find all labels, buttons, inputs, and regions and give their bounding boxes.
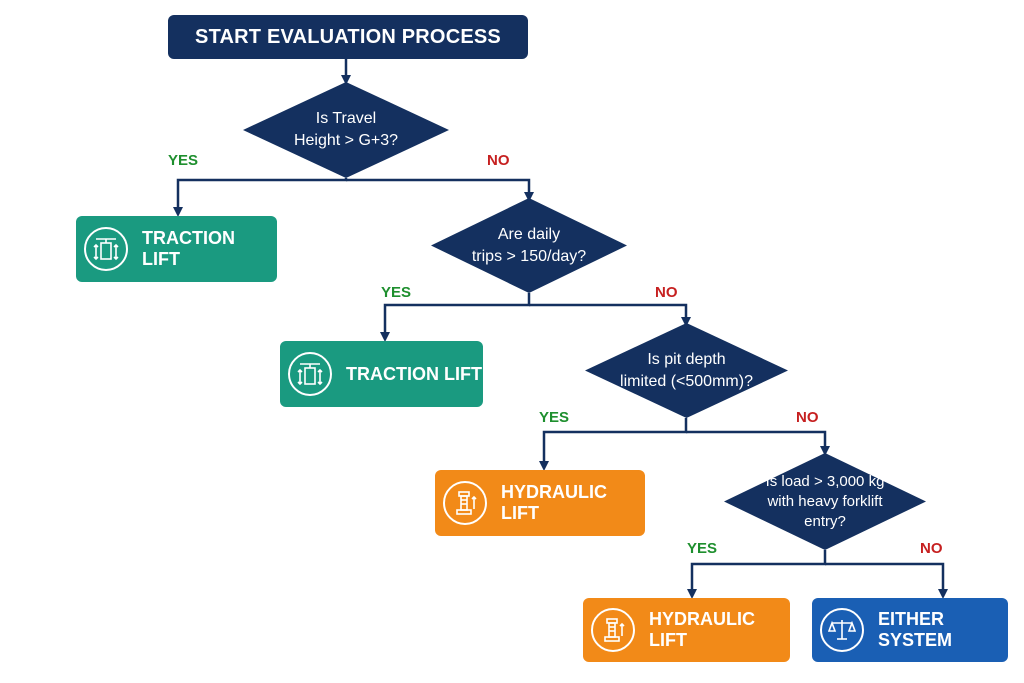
arrow-d1-no (346, 178, 534, 202)
decision-daily-trips: Are daily trips > 150/day? (431, 198, 627, 293)
arrow-d4-yes (687, 550, 827, 599)
yes-label: YES (539, 409, 570, 426)
elevator-icon (84, 227, 128, 271)
decision-pit-depth: Is pit depth limited (<500mm)? (585, 323, 788, 418)
outcome-hydraulic-lift: HYDRAULIC LIFT (435, 470, 645, 536)
outcome-label: HYDRAULIC LIFT (649, 609, 755, 650)
no-label: NO (796, 409, 819, 426)
yes-label: YES (687, 540, 718, 557)
outcome-label: EITHER SYSTEM (878, 609, 953, 650)
outcome-label: TRACTION LIFT (346, 363, 482, 384)
outcome-traction-lift: TRACTION LIFT (280, 341, 483, 407)
arrow-d3-yes (539, 418, 688, 471)
diamond-shape (431, 198, 627, 293)
yes-label: YES (168, 152, 199, 169)
outcome-label: HYDRAULIC LIFT (501, 482, 607, 523)
balance-scale-icon (820, 608, 864, 652)
decision-text: Are daily trips > 150/day? (471, 225, 587, 265)
arrow-d4-no (825, 562, 948, 599)
elevator-icon (288, 352, 332, 396)
outcome-hydraulic-lift: HYDRAULIC LIFT (583, 598, 790, 662)
arrow-d2-yes (380, 293, 531, 342)
no-label: NO (920, 540, 943, 557)
decision-text: Is pit depth limited (<500mm)? (620, 350, 753, 390)
start-label: START EVALUATION PROCESS (195, 25, 501, 48)
decision-load: Is load > 3,000 kg with heavy forklift e… (724, 453, 926, 550)
no-label: NO (655, 284, 678, 301)
diamond-shape (243, 82, 449, 178)
arrow-d2-no (529, 303, 691, 327)
hydraulic-jack-icon (443, 481, 487, 525)
outcome-either-system: EITHER SYSTEM (812, 598, 1008, 662)
arrow-d1-yes (173, 178, 348, 217)
no-label: NO (487, 152, 510, 169)
decision-travel-height: Is Travel Height > G+3? (243, 82, 449, 178)
arrow-d3-no (686, 430, 830, 456)
outcome-label: TRACTION LIFT (142, 228, 235, 269)
diamond-shape (585, 323, 788, 418)
yes-label: YES (381, 284, 412, 301)
start-node: START EVALUATION PROCESS (168, 15, 528, 59)
decision-text: Is load > 3,000 kg with heavy forklift e… (765, 472, 885, 530)
hydraulic-jack-icon (591, 608, 635, 652)
diamond-shape (724, 453, 926, 550)
outcome-traction-lift: TRACTION LIFT (76, 216, 277, 282)
decision-text: Is Travel Height > G+3? (293, 110, 399, 149)
